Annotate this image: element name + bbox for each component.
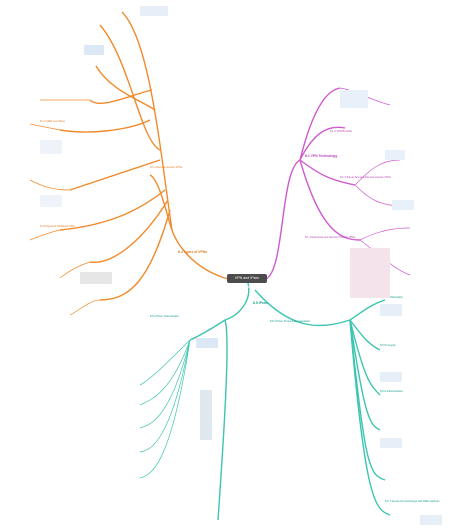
leaf-dmvpn[interactable]: 8.4.5 Dynamic Multipoint VPN <box>40 225 75 228</box>
pink-branch-lines <box>265 87 361 280</box>
leaf-vpn-benefits[interactable]: 8.1.2 VPN Benefits <box>330 130 352 133</box>
thumbnail-image <box>196 338 218 348</box>
leaf-ipsec-encapsulation[interactable]: 8.5.3 IPsec Protocol Encapsulation <box>270 320 311 323</box>
leaf-enterprise-provider[interactable]: 8.1.4 Enterprise and Service Provider VP… <box>305 236 356 239</box>
branch-types-of-vpns[interactable]: 8.4 Types of VPNs <box>178 250 208 254</box>
thumbnail-image <box>200 390 212 440</box>
leaf-authentication[interactable]: 8.5.6 Authentication <box>380 390 403 393</box>
thumbnail-image <box>40 140 62 154</box>
thumbnail-image <box>392 200 414 210</box>
thumbnail-image <box>420 515 442 525</box>
thumbnail-image <box>380 304 402 316</box>
thumbnail-image <box>380 372 402 382</box>
thumbnail-image <box>340 90 368 108</box>
thumbnail-image <box>84 45 104 55</box>
leaf-gre-over-ipsec[interactable]: 8.4.4 GRE over IPsec <box>40 120 66 123</box>
central-topic[interactable]: VPN and IPsec Concepts <box>227 274 267 289</box>
leaf-integrity[interactable]: 8.5.5 Integrity <box>380 344 396 347</box>
leaf-confidentiality[interactable]: 8.5.4 Confidentiality <box>380 296 403 299</box>
thumbnail-image <box>350 248 390 298</box>
branch-ipsec[interactable]: 8.5 IPsec <box>253 301 268 305</box>
thumbnail-image <box>140 6 168 16</box>
leaf-site-to-site[interactable]: 8.1.3 Site-to-Site and Remote-Access VPN… <box>340 176 391 179</box>
leaf-remote-access[interactable]: 8.4.1 Remote-Access VPNs <box>150 166 183 169</box>
thumbnail-image <box>385 150 405 160</box>
leaf-ipsec-technologies[interactable]: 8.5.2 IPsec Technologies <box>150 315 179 318</box>
branch-vpn-technology[interactable]: 8.1 VPN Technology <box>305 154 338 158</box>
thumbnail-image <box>380 438 402 448</box>
leaf-secure-key-exchange[interactable]: 8.5.7 Secure Key Exchange with Diffie-He… <box>385 500 440 503</box>
thumbnail-image <box>40 195 62 207</box>
teal-branch-lines <box>189 282 391 521</box>
thumbnail-image <box>80 272 112 284</box>
orange-branch-lines <box>59 11 229 301</box>
